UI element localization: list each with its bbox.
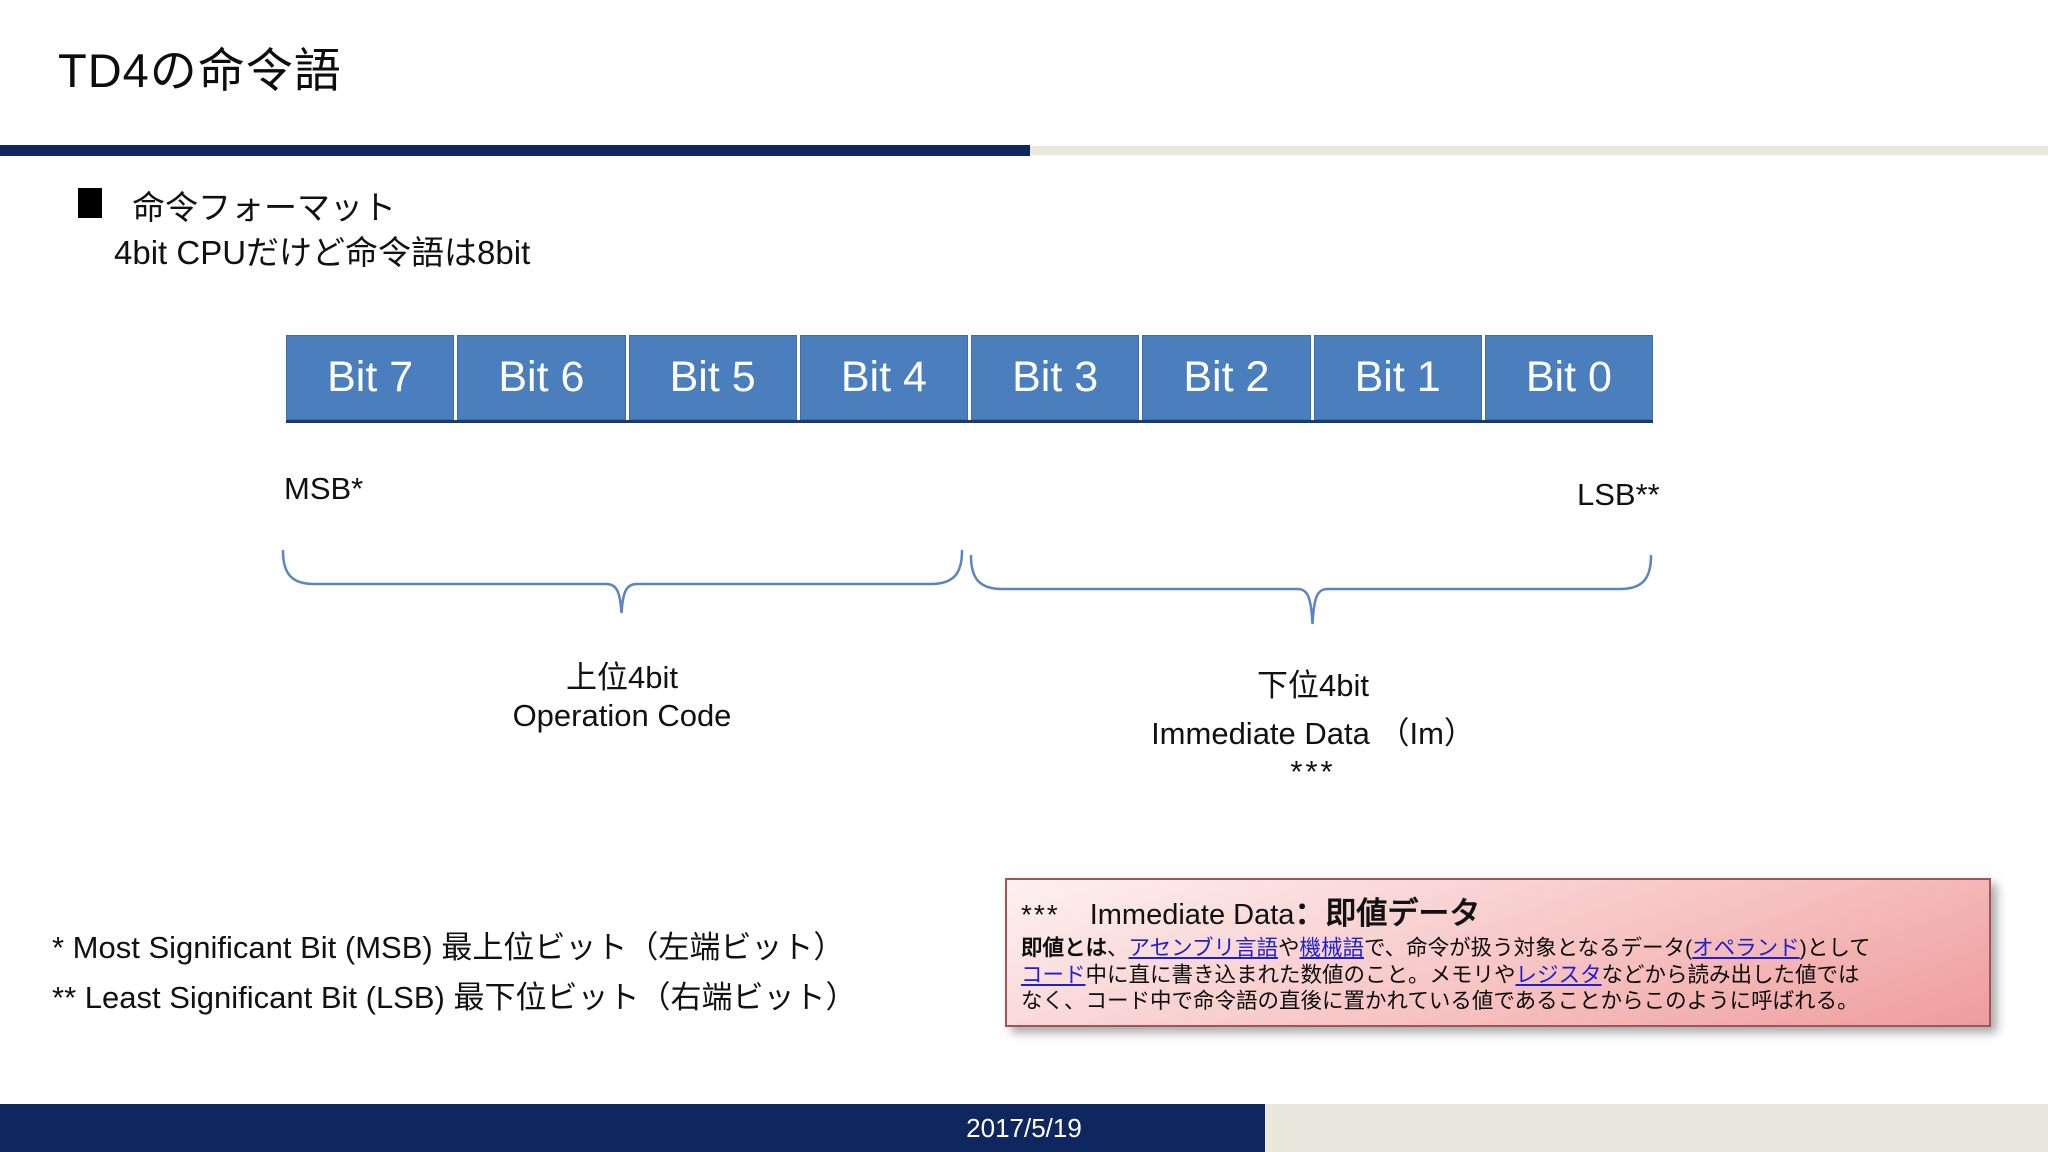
note-text-segment: 、 bbox=[1107, 936, 1129, 960]
note-body-line: なく、コード中で命令語の直後に置かれている値であることからこのように呼ばれる。 bbox=[1021, 988, 1975, 1015]
bit-cell: Bit 5 bbox=[628, 335, 797, 420]
bit-cell: Bit 3 bbox=[971, 335, 1140, 420]
footnote-lsb: ** Least Significant Bit (LSB) 最下位ビット（右端… bbox=[52, 980, 857, 1015]
hyperlink[interactable]: レジスタ bbox=[1515, 962, 1602, 987]
bit-cell: Bit 2 bbox=[1142, 335, 1311, 420]
lower-4bit-brace bbox=[969, 554, 1653, 625]
triple-asterisk-marker: *** bbox=[1290, 754, 1336, 789]
bit-cell: Bit 0 bbox=[1484, 335, 1653, 420]
bit-cell: Bit 6 bbox=[457, 335, 626, 420]
operation-code-label: Operation Code bbox=[512, 698, 732, 733]
bullet-square-icon bbox=[78, 188, 102, 218]
bit-cell: Bit 1 bbox=[1313, 335, 1482, 420]
bit-cell: Bit 4 bbox=[799, 335, 968, 420]
note-text-segment: などから読み出した値では bbox=[1601, 962, 1860, 987]
msb-label: MSB* bbox=[284, 471, 364, 506]
hyperlink[interactable]: 機械語 bbox=[1299, 936, 1364, 960]
bit-cell: Bit 7 bbox=[286, 335, 455, 420]
note-text-segment: )として bbox=[1799, 936, 1871, 960]
note-body-line: コード中に直に書き込まれた数値のこと。メモリやレジスタなどから読み出した値では bbox=[1021, 962, 1975, 989]
note-title-en: Immediate Data bbox=[1089, 899, 1295, 931]
footer-bar bbox=[0, 1104, 1265, 1152]
title-underline-rule bbox=[0, 145, 1030, 156]
footer-bar-accent bbox=[1265, 1104, 2048, 1152]
hyperlink[interactable]: オペランド bbox=[1692, 936, 1800, 960]
immediate-data-note-box: *** Immediate Data：即値データ 即値とは、アセンブリ言語や機械語… bbox=[1005, 878, 1991, 1027]
note-text-segment: で、命令が扱う対象となるデータ( bbox=[1364, 936, 1693, 960]
lsb-label: LSB** bbox=[1577, 477, 1660, 512]
note-title-ja: ：即値データ bbox=[1294, 896, 1481, 931]
footnote-msb: * Most Significant Bit (MSB) 最上位ビット（左端ビッ… bbox=[52, 930, 845, 965]
slide-date: 2017/5/19 bbox=[966, 1113, 1082, 1143]
lower-4bit-label: 下位4bit bbox=[1257, 668, 1369, 703]
note-title-stars: *** bbox=[1021, 899, 1060, 930]
hyperlink[interactable]: コード bbox=[1021, 962, 1086, 987]
section-heading: 命令フォーマット bbox=[132, 189, 396, 226]
note-text-segment: 即値とは bbox=[1021, 936, 1108, 960]
page-title: TD4の命令語 bbox=[58, 44, 342, 97]
note-body-line: 即値とは、アセンブリ言語や機械語で、命令が扱う対象となるデータ(オペランド)とし… bbox=[1021, 935, 1975, 962]
note-text-segment: 中に直に書き込まれた数値のこと。メモリや bbox=[1085, 962, 1516, 987]
upper-4bit-brace bbox=[281, 549, 964, 614]
note-text-segment: なく、コード中で命令語の直後に置かれている値であることからこのように呼ばれる。 bbox=[1021, 989, 1859, 1014]
immediate-data-label: Immediate Data （Im） bbox=[1151, 716, 1475, 751]
note-text-segment: や bbox=[1277, 936, 1300, 960]
hyperlink[interactable]: アセンブリ言語 bbox=[1128, 936, 1278, 960]
title-underline-rule-accent bbox=[1030, 146, 2048, 155]
note-box-title: *** Immediate Data：即値データ bbox=[1021, 888, 1975, 933]
section-subtitle: 4bit CPUだけど命令語は8bit bbox=[114, 234, 531, 271]
upper-4bit-label: 上位4bit bbox=[566, 660, 678, 695]
